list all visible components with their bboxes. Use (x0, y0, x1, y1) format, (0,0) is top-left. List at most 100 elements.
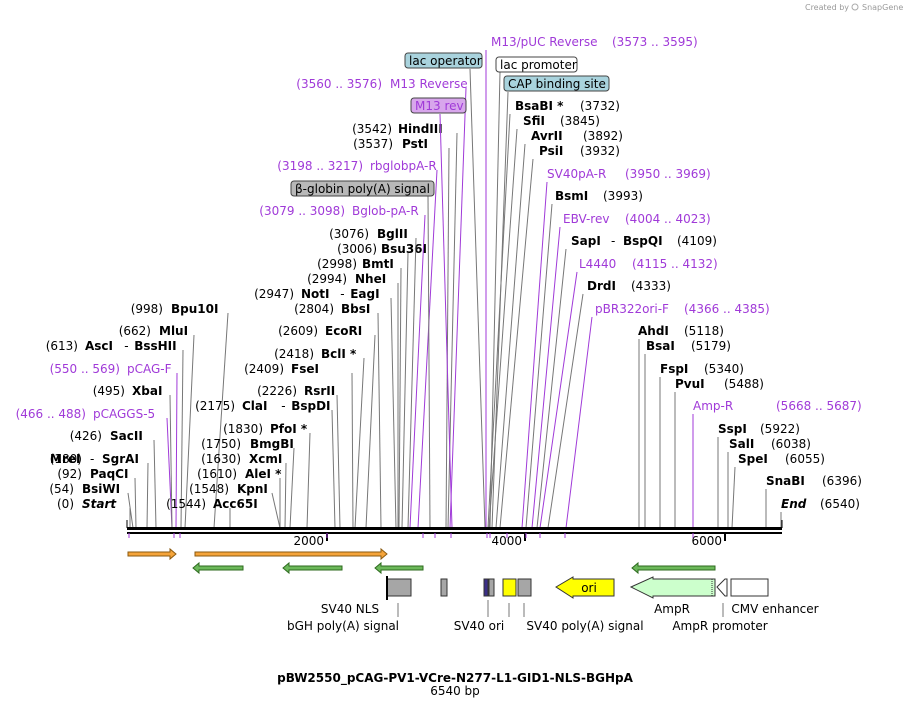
site-name: BmtI (362, 257, 394, 271)
primer-name: M13 Reverse (390, 77, 468, 91)
site-leader-line (499, 158, 534, 529)
site-position: (998) (131, 302, 163, 316)
primer-leader-line (539, 271, 578, 529)
site-position: (3560 .. 3576) (296, 77, 382, 91)
site-position: (426) (70, 429, 102, 443)
site-name: SnaBI (766, 474, 805, 488)
site-position: (4115 .. 4132) (632, 257, 718, 271)
site-position: (3845) (560, 114, 600, 128)
site-leader-line (127, 492, 134, 529)
ampr-promoter-arrow (716, 578, 728, 597)
site-name: XcmI (249, 452, 282, 466)
feature-name: AmpR promoter (672, 619, 767, 633)
sv40-promoter-feature (502, 578, 517, 597)
primer-leader-line (409, 214, 426, 529)
site-leader-line (547, 293, 584, 529)
site-leader-line (488, 128, 518, 529)
site-position: (4366 .. 4385) (684, 302, 770, 316)
site-name: Acc65I (213, 497, 258, 511)
brand-name: SnapGene (862, 3, 903, 12)
feature-label: lac operator (409, 54, 482, 68)
site-position: (3993) (603, 189, 643, 203)
separator: - (340, 287, 344, 301)
backbone-top (127, 527, 782, 530)
ori-arrow (555, 576, 615, 599)
site-position: (0) (57, 497, 74, 511)
site-position: (4333) (631, 279, 671, 293)
site-position: (4004 .. 4023) (625, 212, 711, 226)
site-name: FspI (660, 362, 688, 376)
site-leader-line (407, 237, 417, 529)
site-position: (1548) (189, 482, 229, 496)
site-leader-line (351, 372, 354, 529)
feature-leader-line (469, 68, 486, 529)
site-name: AleI * (245, 467, 282, 481)
site-position: (1630) (201, 452, 241, 466)
site-leader-line (536, 248, 567, 529)
site-position: (2226) (257, 384, 297, 398)
site-leader-line (336, 394, 341, 529)
separator: - (281, 399, 285, 413)
site-leader-line (487, 113, 511, 529)
site-position: (2947) (254, 287, 294, 301)
scale-label: 2000 (293, 534, 324, 548)
separator: - (90, 452, 94, 466)
site-position: (2609) (278, 324, 318, 338)
site-position: (3892) (583, 129, 623, 143)
primer-name: pCAG-F (127, 362, 172, 376)
primer-leader-line (521, 181, 548, 529)
feature-label: lac promoter (500, 58, 577, 72)
site-leader-line (401, 252, 409, 529)
primer-arrow (127, 547, 177, 561)
primer-leader-line (565, 316, 593, 529)
site-position: (92) (57, 467, 82, 481)
site-name: BsaI (646, 339, 675, 353)
site-leader-line (495, 143, 526, 529)
site-position: (2418) (274, 347, 314, 361)
site-name: PfoI * (270, 422, 308, 436)
snapgene-logo-icon (851, 3, 859, 11)
site-name: AhdI (638, 324, 669, 338)
site-leader-line (184, 334, 195, 529)
site-leader-line (398, 267, 402, 529)
site-position: (5340) (704, 362, 744, 376)
site-position: (550 .. 569) (50, 362, 120, 376)
separator: - (124, 339, 128, 353)
feature-label: CAP binding site (508, 77, 606, 91)
bgh-polya-feature (386, 578, 412, 597)
feature-name: bGH poly(A) signal (287, 619, 399, 633)
site-position: (5922) (760, 422, 800, 436)
orf-arrow-reverse (282, 561, 343, 575)
site-position: (6055) (785, 452, 825, 466)
site-position: (2994) (307, 272, 347, 286)
orf-arrow-reverse (192, 561, 244, 575)
site-name: SfiI (523, 114, 545, 128)
site-leader-line (331, 409, 336, 529)
site-name: ClaI (242, 399, 267, 413)
primer-leader-line (531, 226, 561, 529)
site-name: EcoRI (325, 324, 362, 338)
site-leader-line (146, 462, 149, 529)
site-leader-line (354, 357, 365, 529)
primer-leader-line (449, 87, 467, 529)
site-name: Bsu36I (381, 242, 427, 256)
site-position: (3198 .. 3217) (277, 159, 363, 173)
site-position: (54) (49, 482, 74, 496)
site-name: BsmI (555, 189, 588, 203)
site-leader-line (271, 492, 281, 529)
feature-leader-line (439, 113, 453, 529)
site-position: (662) (119, 324, 151, 338)
site-position: (180) (50, 452, 82, 466)
site-leader-line (284, 462, 287, 529)
site-name: BglII (377, 227, 408, 241)
site-position: (3932) (580, 144, 620, 158)
site-leader-line (731, 466, 736, 529)
site-position: (5488) (724, 377, 764, 391)
site-name: Bpu10I (171, 302, 218, 316)
feature-label-box (410, 97, 467, 114)
site-name: RsrII (304, 384, 335, 398)
feature-label-box (495, 56, 578, 73)
site-name: BbsI (341, 302, 370, 316)
orf-arrow-reverse (374, 561, 424, 575)
